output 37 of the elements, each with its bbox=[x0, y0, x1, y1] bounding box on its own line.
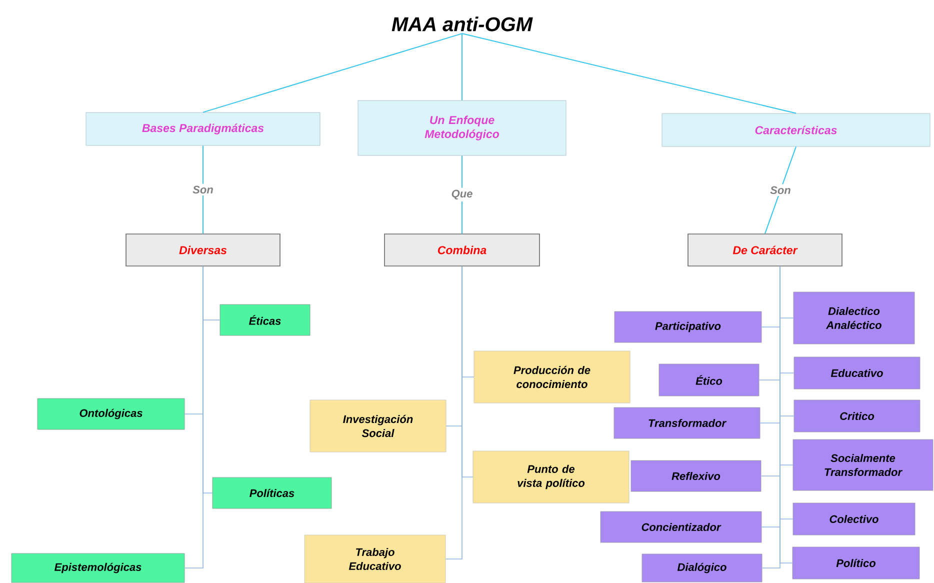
item-box: Trabajo Educativo bbox=[304, 534, 446, 583]
connector-line bbox=[764, 146, 796, 234]
connector-line bbox=[445, 266, 462, 560]
connector-line bbox=[184, 266, 204, 568]
edge-label: Son bbox=[768, 184, 793, 196]
category-box: Diversas bbox=[126, 234, 280, 266]
item-box: Transformador bbox=[614, 407, 760, 439]
connector-line bbox=[202, 145, 204, 234]
item-box: Epistemológicas bbox=[11, 553, 185, 583]
item-box: Político bbox=[792, 546, 920, 580]
connector-line bbox=[202, 33, 462, 113]
item-box: Participativo bbox=[614, 311, 762, 343]
item-box: Dialectico Analéctico bbox=[793, 292, 915, 344]
item-box: Reflexivo bbox=[630, 460, 762, 492]
category-box: De Carácter bbox=[688, 234, 842, 266]
connector-line bbox=[462, 33, 796, 114]
connector-line bbox=[762, 266, 780, 568]
concept-box: Un Enfoque Metodológico bbox=[358, 100, 566, 156]
item-box: Ontológicas bbox=[37, 398, 185, 430]
item-box: Políticas bbox=[212, 477, 332, 509]
item-box: Colectivo bbox=[792, 502, 916, 536]
concept-box: Bases Paradigmáticas bbox=[86, 112, 320, 146]
item-box: Éticas bbox=[220, 304, 310, 336]
edge-label: Son bbox=[190, 184, 216, 196]
item-box: Ético bbox=[658, 364, 760, 396]
item-box: Investigación Social bbox=[310, 400, 446, 452]
category-box: Combina bbox=[384, 234, 540, 266]
item-box: Dialógico bbox=[642, 554, 762, 582]
item-box: Producción de conocimiento bbox=[474, 350, 630, 404]
item-box: Socialmente Transformador bbox=[792, 439, 934, 491]
item-box: Critico bbox=[794, 400, 920, 432]
item-box: Educativo bbox=[794, 356, 920, 390]
item-box: Punto de vista político bbox=[472, 450, 630, 504]
item-box: Concientizador bbox=[600, 511, 762, 543]
edge-label: Que bbox=[449, 188, 475, 202]
title-text: MAA anti-OGM bbox=[392, 16, 533, 32]
concept-box: Características bbox=[662, 113, 930, 147]
